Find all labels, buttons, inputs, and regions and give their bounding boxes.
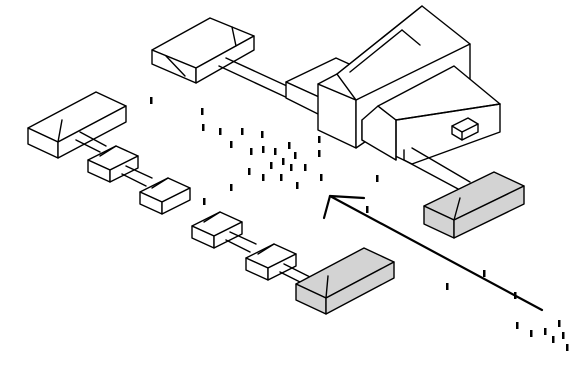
- main-barn-complex: [285, 5, 501, 165]
- west-row-building-chain: [27, 91, 191, 215]
- pedestrian-dots: [150, 97, 569, 351]
- gray-block-south: [295, 247, 395, 315]
- movement-arrow: [322, 194, 544, 312]
- east-link: [403, 147, 471, 191]
- gray-block-east: [423, 171, 525, 239]
- north-shed: [151, 17, 255, 84]
- middle-row-building-chain: [191, 211, 313, 285]
